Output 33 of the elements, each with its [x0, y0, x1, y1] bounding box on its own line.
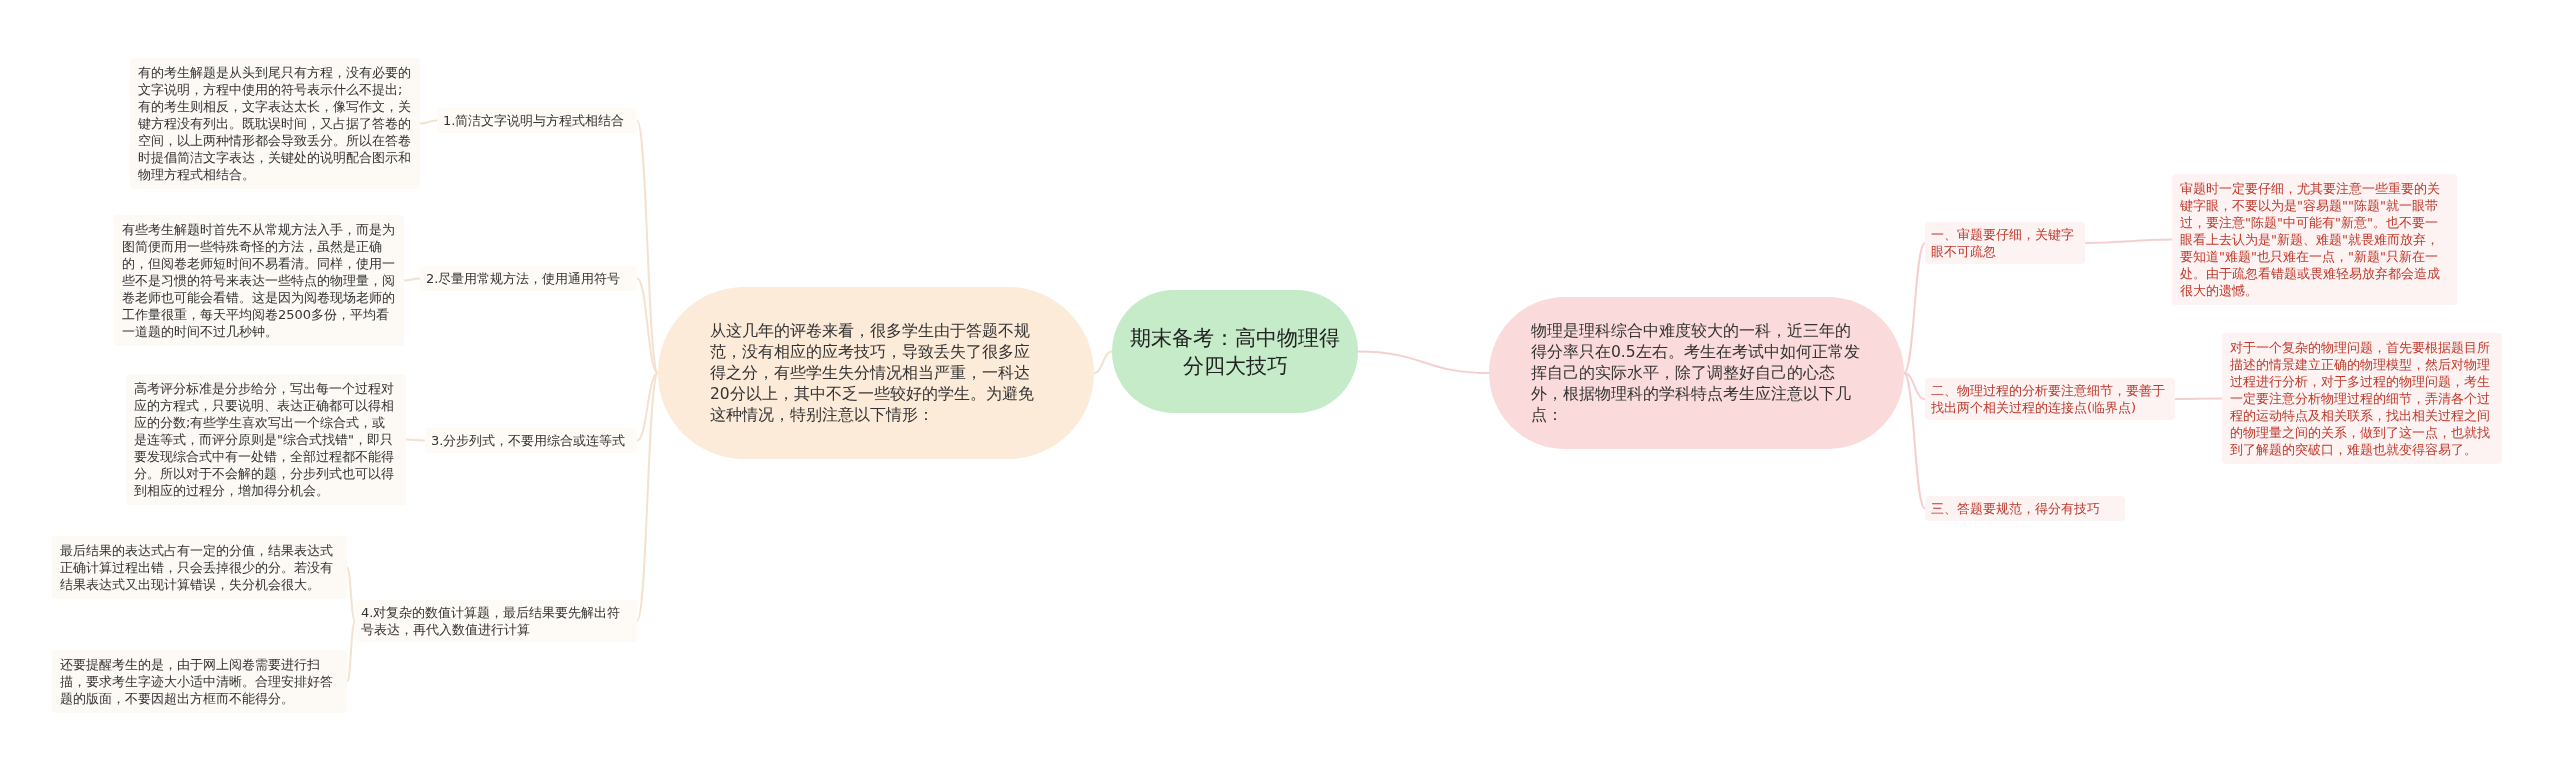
note-card: 审题时一定要仔细，尤其要注意一些重要的关键字眼，不要以为是"容易题""陈题"就一眼带过，要注意"陈题"中可能有"新意"。也不要一眼看上去认为是"新题、难题"就畏难而放弃，要知道"难题"也只难在一点，"新题"只新在一处。由于疏忽看错题或畏难轻易放弃都会造成很大的遗憾。 — [2172, 174, 2457, 305]
connector — [1903, 372, 1926, 510]
branch-label: 1.简洁文字说明与方程式相结合 — [437, 108, 637, 133]
connector — [636, 277, 659, 374]
connector — [403, 277, 421, 282]
note-card: 有的考生解题是从头到尾只有方程，没有必要的文字说明，方程中使用的符号表示什么不提出;有的考生则相反，文字表达太长，像写作文，关键方程没有列出。既耽误时间，又占据了答卷的空间，以上两种情形都会导致丢分。所以在答卷时提倡简洁文字表达，关键处的说明配合图示和物理方程式相结合。 — [130, 58, 420, 189]
branch-label: 4.对复杂的数值计算题，最后结果要先解出符号表达，再代入数值进行计算 — [355, 600, 637, 642]
connector — [346, 620, 356, 683]
connector — [1093, 350, 1113, 374]
branch-label: 3.分步列式，不要用综合或连等式 — [425, 428, 637, 453]
branch-label: 一、审题要仔细，关键字眼不可疏忽 — [1925, 222, 2085, 264]
connector — [419, 119, 438, 125]
central-topic: 期末备考：高中物理得分四大技巧 — [1112, 290, 1358, 413]
connector — [346, 566, 356, 622]
note-card: 高考评分标准是分步给分，写出每一个过程对应的方程式，只要说明、表达正确都可以得相应的分数;有些学生喜欢写出一个综合式，或是连等式，而评分原则是"综合式找错"，即只要发现综合式中有一处错，全部过程都不能得分。所以对于不会解的题，分步列式也可以得到相应的过程分，增加得分机会。 — [126, 374, 406, 505]
note-card: 对于一个复杂的物理问题，首先要根据题目所描述的情景建立正确的物理模型，然后对物理过程进行分析，对于多过程的物理问题，考生一定要注意分析物理过程的细节，弄清各个过程的运动特点及相关联系，找出相关过程之间的物理量之间的关系，做到了这一点，也就找到了解题的突破口，难题也就变得容易了。 — [2222, 333, 2502, 464]
branch-label: 2.尽量用常规方法，使用通用符号 — [420, 266, 637, 291]
connector — [405, 438, 426, 442]
connector — [636, 372, 659, 442]
connector — [1357, 350, 1490, 374]
branch-label: 三、答题要规范，得分有技巧 — [1925, 496, 2125, 521]
topic-bubble: 从这几年的评卷来看，很多学生由于答题不规范，没有相应的应考技巧，导致丢失了很多应得之分，有些学生失分情况相当严重，一科达20分以上，其中不乏一些较好的学生。为避免这种情况，特别注意以下情形： — [658, 287, 1094, 459]
topic-bubble: 物理是理科综合中难度较大的一科，近三年的得分率只在0.5左右。考生在考试中如何正常发挥自己的实际水平，除了调整好自己的心态外，根据物理科的学科特点考生应注意以下几点： — [1489, 297, 1904, 449]
connector — [1903, 372, 1926, 400]
branch-label: 二、物理过程的分析要注意细节，要善于找出两个相关过程的连接点(临界点) — [1925, 378, 2175, 420]
connector — [2084, 238, 2173, 244]
note-card: 还要提醒考生的是，由于网上阅卷需要进行扫描，要求考生字迹大小适中清晰。合理安排好答题的版面，不要因超出方框而不能得分。 — [52, 650, 347, 713]
note-card: 最后结果的表达式占有一定的分值，结果表达式正确计算过程出错，只会丢掉很少的分。若没有结果表达式又出现计算错误，失分机会很大。 — [52, 536, 347, 599]
connector — [1903, 242, 1926, 374]
connector — [636, 372, 659, 622]
note-card: 有些考生解题时首先不从常规方法入手，而是为图简便而用一些特殊奇怪的方法，虽然是正确的，但阅卷老师短时间不易看清。同样，使用一些不是习惯的符号来表达一些特点的物理量，阅卷老师也可能会看错。这是因为阅卷现场老师的工作量很重，每天平均阅卷2500多份，平均看一道题的时间不过几秒钟。 — [114, 215, 404, 346]
connector — [636, 119, 659, 374]
connector — [2174, 397, 2223, 400]
